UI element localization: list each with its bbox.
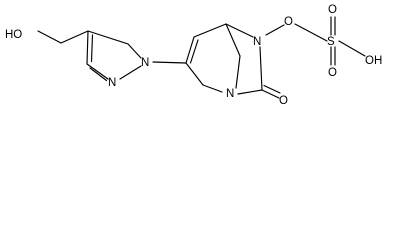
bond-c6prime-n1prime (235, 55, 241, 89)
bond-c4prime-c5prime (193, 23, 227, 38)
diazabicyclo-core (185, 23, 281, 99)
bond-n6prime-o (265, 24, 285, 36)
atom-label-carbonyl-o: O (279, 95, 288, 107)
bond-c3-n2-double (89, 67, 108, 82)
bond-c5prime-c6prime (225, 23, 241, 57)
bond-c4-c3 (86, 30, 89, 65)
bond-o-s (294, 23, 328, 42)
bond-oh-ch2 (37, 30, 62, 44)
atom-label-pyrazole-n1: N (141, 57, 149, 69)
bond-n1prime-c7prime (237, 89, 263, 95)
bond-c4-c3-double (90, 34, 94, 63)
bond-c3prime-c2prime (185, 62, 204, 86)
atom-label-sulfate-oh: OH (365, 55, 382, 67)
atom-label-pyrazole-n2: N (108, 77, 116, 89)
hydroxymethyl-group (37, 30, 89, 44)
atom-label-sulfate-o-top: O (328, 4, 337, 16)
bond-n1-c3prime (152, 61, 187, 64)
bond-c7prime-o (261, 89, 280, 99)
bond-c3prime-c4prime-double (189, 39, 199, 64)
bond-c7prime-o-double (263, 84, 281, 94)
bond-n1-c5 (127, 43, 142, 59)
bond-ch2-c4 (60, 30, 89, 44)
atom-label-ester-o: O (284, 16, 293, 28)
sulfate-ester (265, 16, 366, 66)
bond-c2prime-n1prime (202, 84, 223, 93)
atom-label-ring-n-bottom: N (226, 88, 234, 100)
atom-label-sulfur: S (327, 36, 335, 48)
atom-label-sulfate-o-bottom: O (328, 67, 337, 79)
pyrazole-ring (86, 30, 142, 82)
chemical-structure-canvas: HO N N N N O S O O OH O (0, 0, 398, 118)
bond-c3-n2 (86, 63, 109, 80)
bond-c5prime-n6prime (225, 23, 254, 38)
molecule-diagram: HO N N N N O S O O OH O (5, 4, 382, 107)
bond-s-oh (338, 40, 366, 57)
bond-n2-n1 (119, 65, 142, 80)
bond-c7prime-n6prime (259, 46, 263, 91)
bond-c3prime-c4prime (185, 36, 195, 64)
atom-label-hydroxymethyl-oh: HO (5, 29, 22, 41)
bond-c4-c5 (87, 30, 129, 45)
atom-label-ring-n-top: N (253, 36, 261, 48)
